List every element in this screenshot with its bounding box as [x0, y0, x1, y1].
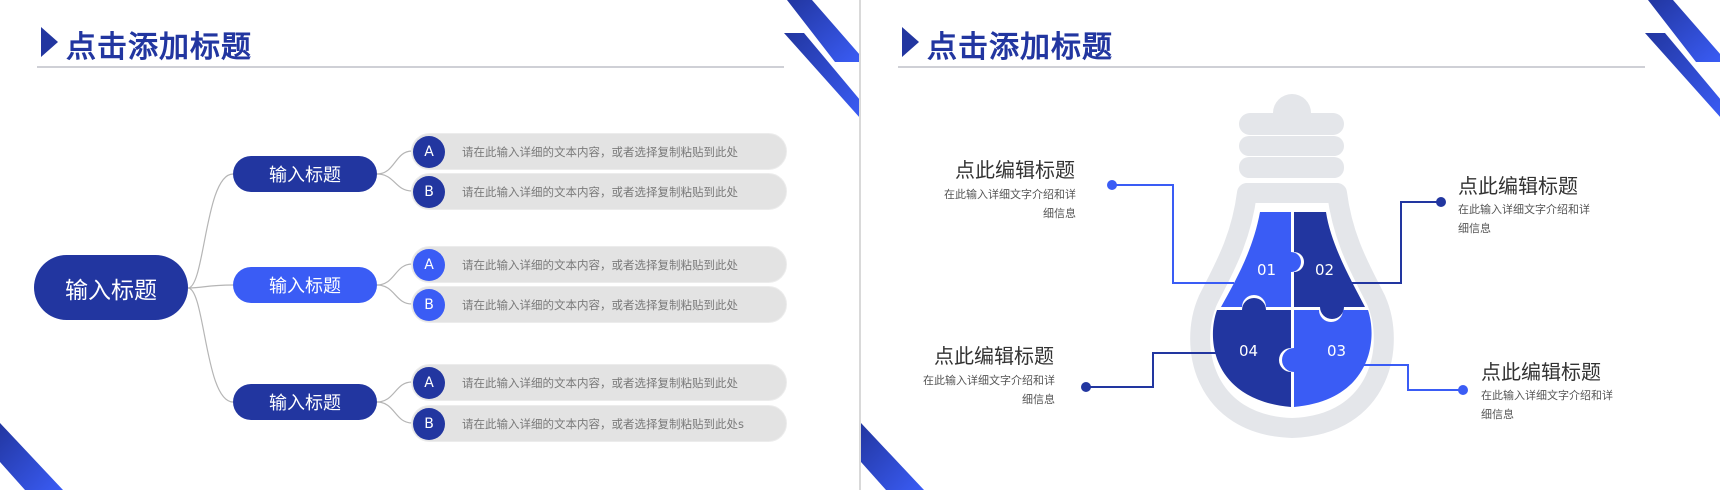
piece-label-01: 01	[1257, 261, 1276, 279]
slide-title[interactable]: 点击添加标题	[66, 30, 252, 65]
connector-dot	[1436, 197, 1446, 207]
title-arrow-icon	[902, 27, 919, 57]
leaf-text: 请在此输入详细的文本内容，或者选择复制粘贴到此处s	[462, 417, 744, 431]
block-title-tl[interactable]: 点此编辑标题	[955, 158, 1075, 182]
letter-badge: B	[413, 408, 445, 440]
desc-line: 在此输入详细文字介绍和详	[1481, 389, 1613, 402]
bulb-graphic: 01 02 03 04	[861, 0, 1720, 490]
desc-line: 细信息	[1458, 222, 1491, 235]
puzzle-pieces	[1212, 212, 1372, 407]
connector-dot	[1081, 382, 1091, 392]
block-desc-tl: 在此输入详细文字介绍和详细信息	[916, 185, 1076, 223]
piece-label-04: 04	[1239, 342, 1258, 360]
piece-label-03: 03	[1327, 342, 1346, 360]
slide-title[interactable]: 点击添加标题	[927, 30, 1113, 65]
leaf-item[interactable]: B 请在此输入详细的文本内容，或者选择复制粘贴到此处	[411, 173, 787, 210]
desc-line: 在此输入详细文字介绍和详	[944, 188, 1076, 201]
block-title-br[interactable]: 点此编辑标题	[1481, 360, 1601, 384]
letter-badge: A	[413, 367, 445, 399]
letter-badge: A	[413, 136, 445, 168]
root-node[interactable]: 输入标题	[34, 255, 188, 320]
connector-dot	[1107, 180, 1117, 190]
leaf-item[interactable]: A 请在此输入详细的文本内容，或者选择复制粘贴到此处	[411, 364, 787, 401]
leaf-item[interactable]: A 请在此输入详细的文本内容，或者选择复制粘贴到此处	[411, 246, 787, 283]
bulb-screw-icon	[1239, 94, 1344, 178]
branch-node-3[interactable]: 输入标题	[233, 384, 377, 420]
block-desc-tr: 在此输入详细文字介绍和详细信息	[1458, 200, 1618, 238]
leaf-text: 请在此输入详细的文本内容，或者选择复制粘贴到此处	[462, 145, 738, 159]
leaf-item[interactable]: B 请在此输入详细的文本内容，或者选择复制粘贴到此处	[411, 286, 787, 323]
branch-node-1[interactable]: 输入标题	[233, 156, 377, 192]
block-desc-br: 在此输入详细文字介绍和详细信息	[1481, 386, 1641, 424]
letter-badge: A	[413, 249, 445, 281]
desc-line: 细信息	[1043, 207, 1076, 220]
title-divider	[37, 66, 784, 68]
letter-badge: B	[413, 176, 445, 208]
branch-node-2[interactable]: 输入标题	[233, 267, 377, 303]
mindmap-connectors	[187, 150, 413, 424]
leaf-text: 请在此输入详细的文本内容，或者选择复制粘贴到此处	[462, 185, 738, 199]
desc-line: 在此输入详细文字介绍和详	[923, 374, 1055, 387]
connector-dot	[1458, 385, 1468, 395]
block-title-tr[interactable]: 点此编辑标题	[1458, 174, 1578, 198]
slide-bulb: 01 02 03 04 点击添加标题 点此编辑标题 在此输入详细文字介绍和详细信…	[861, 0, 1720, 490]
leaf-item[interactable]: B 请在此输入详细的文本内容，或者选择复制粘贴到此处s	[411, 405, 787, 442]
title-divider	[898, 66, 1645, 68]
bulb-outline	[1190, 183, 1394, 438]
leaf-text: 请在此输入详细的文本内容，或者选择复制粘贴到此处	[462, 298, 738, 312]
slide-mindmap: 点击添加标题 输入标题 输入标题 输入标题 输入标题 A 请在此输入详细的文本内容…	[0, 0, 859, 490]
title-arrow-icon	[41, 27, 58, 57]
desc-line: 细信息	[1022, 393, 1055, 406]
leaf-item[interactable]: A 请在此输入详细的文本内容，或者选择复制粘贴到此处	[411, 133, 787, 170]
desc-line: 在此输入详细文字介绍和详	[1458, 203, 1590, 216]
letter-badge: B	[413, 289, 445, 321]
leaf-text: 请在此输入详细的文本内容，或者选择复制粘贴到此处	[462, 376, 738, 390]
decor-stripes	[0, 0, 859, 490]
piece-label-02: 02	[1315, 261, 1334, 279]
leaf-text: 请在此输入详细的文本内容，或者选择复制粘贴到此处	[462, 258, 738, 272]
block-desc-bl: 在此输入详细文字介绍和详细信息	[895, 371, 1055, 409]
block-title-bl[interactable]: 点此编辑标题	[934, 344, 1054, 368]
connector-lines	[1086, 184, 1463, 391]
desc-line: 细信息	[1481, 408, 1514, 421]
